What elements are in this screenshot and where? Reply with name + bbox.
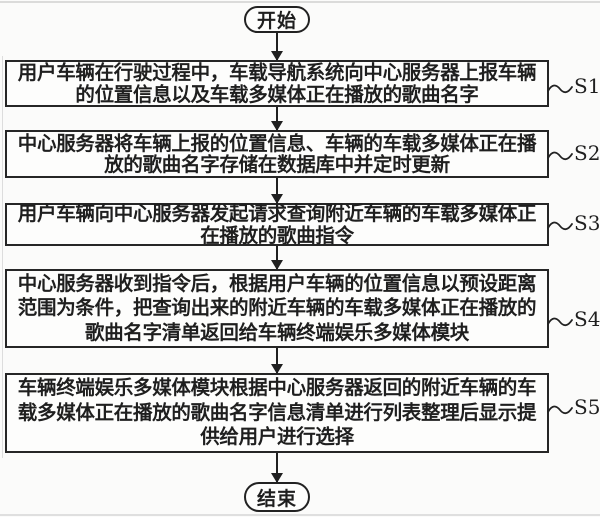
step-text-line: 载多媒体正在播放的歌曲名字信息清单进行列表整理后显示提 bbox=[17, 400, 537, 424]
step-ref-s5: S5 bbox=[547, 395, 600, 419]
step-id-label: S4 bbox=[574, 307, 600, 331]
step-box-s5: 车辆终端娱乐多媒体模块根据中心服务器返回的附近车辆的车 载多媒体正在播放的歌曲名… bbox=[5, 373, 549, 453]
arrow-down-icon bbox=[270, 348, 283, 374]
step-text-line: 歌曲名字清单返回给车辆终端娱乐多媒体模块 bbox=[84, 320, 469, 344]
step-text-line: 在播放的歌曲指令 bbox=[200, 223, 354, 247]
step-ref-s3: S3 bbox=[547, 211, 600, 235]
step-text-line: 供给用户进行选择 bbox=[200, 425, 354, 449]
step-text-line: 用户车辆在行驶过程中，车载导航系统向中心服务器上报车辆 bbox=[17, 61, 537, 84]
step-text-line: 中心服务器将车辆上报的位置信息、车辆的车载多媒体正在播 bbox=[17, 131, 537, 155]
squiggle-connector-icon bbox=[547, 84, 573, 93]
step-ref-s1: S1 bbox=[547, 74, 600, 98]
start-label: 开始 bbox=[256, 10, 297, 32]
arrow-down-icon bbox=[270, 33, 283, 61]
scan-artifact-top-line bbox=[0, 1, 600, 3]
arrow-down-icon bbox=[270, 246, 283, 270]
step-id-label: S5 bbox=[574, 395, 600, 419]
squiggle-connector-icon bbox=[547, 151, 573, 160]
scan-artifact-left-line bbox=[1, 56, 3, 458]
step-id-label: S1 bbox=[574, 74, 600, 98]
step-ref-s4: S4 bbox=[547, 307, 600, 331]
step-id-label: S3 bbox=[574, 211, 600, 235]
start-terminal: 开始 bbox=[244, 6, 310, 33]
step-text-line: 中心服务器收到指令后，根据用户车辆的位置信息以预设距离 bbox=[17, 271, 537, 295]
end-label: 结束 bbox=[256, 487, 297, 510]
step-box-s3: 用户车辆向中心服务器发起请求查询附近车辆的车载多媒体正 在播放的歌曲指令 bbox=[5, 203, 549, 246]
step-box-s4: 中心服务器收到指令后，根据用户车辆的位置信息以预设距离 范围为条件，把查询出来的… bbox=[5, 269, 549, 348]
step-box-s2: 中心服务器将车辆上报的位置信息、车辆的车载多媒体正在播 放的歌曲名字存储在数据库… bbox=[5, 130, 549, 178]
arrow-down-icon bbox=[270, 453, 283, 483]
squiggle-connector-icon bbox=[547, 317, 573, 326]
scan-artifact-bottom-line bbox=[0, 514, 600, 516]
end-terminal: 结束 bbox=[244, 482, 310, 512]
arrow-down-icon bbox=[270, 107, 283, 131]
step-text-line: 放的歌曲名字存储在数据库中并定时更新 bbox=[104, 153, 450, 176]
arrow-down-icon bbox=[270, 178, 283, 204]
step-text-line: 的位置信息以及车载多媒体正在播放的歌曲名字 bbox=[75, 82, 479, 106]
step-ref-s2: S2 bbox=[547, 141, 600, 165]
squiggle-connector-icon bbox=[547, 221, 573, 230]
step-text-line: 用户车辆向中心服务器发起请求查询附近车辆的车载多媒体正 bbox=[17, 202, 537, 225]
step-box-s1: 用户车辆在行驶过程中，车载导航系统向中心服务器上报车辆 的位置信息以及车载多媒体… bbox=[5, 60, 549, 107]
squiggle-connector-icon bbox=[547, 405, 573, 414]
step-id-label: S2 bbox=[574, 141, 600, 165]
step-text-line: 范围为条件，把查询出来的附近车辆的车载多媒体正在播放的 bbox=[17, 296, 537, 320]
step-text-line: 车辆终端娱乐多媒体模块根据中心服务器返回的附近车辆的车 bbox=[17, 376, 537, 400]
